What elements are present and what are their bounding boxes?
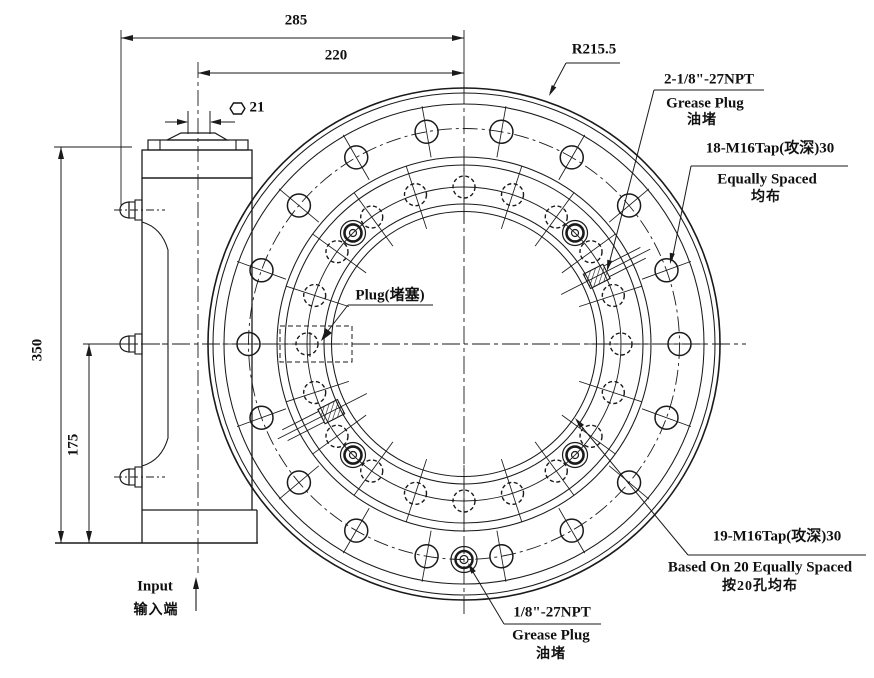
grease-plug2-spec: 2-1/8"-27NPT [664, 71, 754, 88]
dim-350-label: 350 [29, 338, 46, 362]
tap18-spec: 18-M16Tap(攻深)30 [705, 140, 835, 157]
dim-220-label: 220 [324, 47, 348, 64]
npt-plug-hatched [277, 393, 368, 441]
input-label-cn: 输入端 [133, 603, 179, 618]
plug-label: Plug(堵塞) [355, 287, 425, 304]
grease-plug2-name-cn: 油堵 [687, 113, 717, 128]
tap19-spec: 19-M16Tap(攻深)30 [712, 528, 842, 545]
side-view-housing [55, 62, 258, 573]
grease-plug1-name: Grease Plug [512, 627, 590, 644]
input-label: Input [137, 578, 173, 595]
grease-plug2-name: Grease Plug [666, 95, 744, 112]
npt-plug-hatched [560, 247, 651, 295]
tap19-basis-cn: 按20孔均布 [722, 579, 798, 594]
hexagon-icon [229, 101, 246, 115]
outer-radius-label: R215.5 [571, 41, 617, 58]
grease-plug1-name-cn: 油堵 [536, 647, 566, 662]
dim-175-label: 175 [65, 433, 82, 457]
hex-size-value: 21 [249, 99, 265, 116]
tap19-basis: Based On 20 Equally Spaced [667, 559, 853, 576]
grease-plug1-spec: 1/8"-27NPT [513, 604, 591, 621]
tap18-spacing-cn: 均布 [751, 190, 781, 205]
hex-shaft-dimension: 21 [229, 99, 265, 116]
dim-285-label: 285 [284, 12, 308, 29]
dimension-lines [54, 30, 465, 543]
front-view-flange [112, 86, 746, 618]
tap18-spacing: Equally Spaced [717, 171, 817, 188]
